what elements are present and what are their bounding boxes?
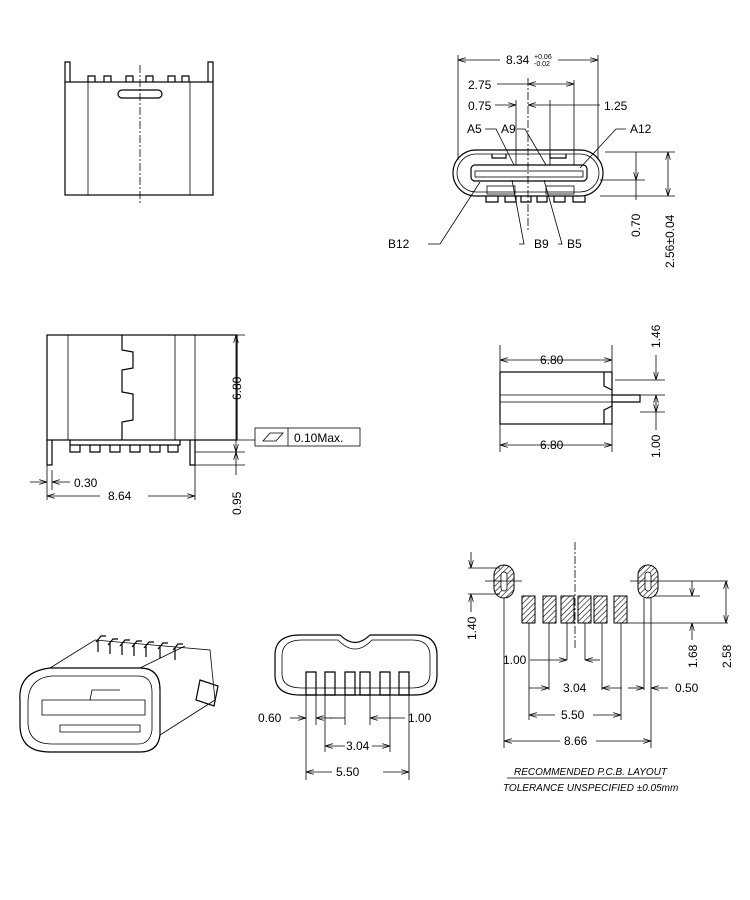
dim-0-95: 0.95: [230, 491, 244, 515]
dim-2-75: 2.75: [468, 78, 492, 92]
dim-length-680-top: 6.80: [540, 353, 564, 367]
dim-span-304: 3.04: [346, 739, 370, 753]
isometric-view: [19, 635, 219, 753]
mating-face-view: [428, 55, 675, 245]
dim-hole-span-866: 8.66: [564, 734, 588, 748]
front-view-outline: [30, 334, 361, 500]
dim-1-00: 1.00: [649, 434, 663, 458]
flatness-tolerance: 0.10Max.: [294, 431, 343, 445]
dim-pin-width-060: 0.60: [258, 711, 282, 725]
dim-pitch-100: 1.00: [408, 711, 432, 725]
side-view-outline: [499, 345, 665, 452]
pin-label-b5: B5: [567, 237, 582, 251]
pin-label-a9: A9: [501, 122, 516, 136]
dim-height-680: 6.80: [230, 376, 244, 400]
top-view-outline: [64, 61, 214, 205]
dim-pad-pitch-100: 1.00: [503, 653, 527, 667]
dim-width-tol-plus: +0.06: [534, 54, 552, 61]
dim-0-30: 0.30: [74, 476, 98, 490]
dim-total-258: 2.58: [720, 644, 734, 668]
bottom-view-outline: [274, 634, 438, 780]
pin-label-a5: A5: [467, 122, 482, 136]
dim-0-75: 0.75: [468, 99, 492, 113]
pcb-layout: [468, 542, 728, 779]
pin-label-b12: B12: [388, 237, 410, 251]
pin-label-a12: A12: [630, 122, 652, 136]
dim-width-834: 8.34: [506, 53, 530, 67]
dim-height-256: 2.56±0.04: [663, 214, 677, 268]
flatness-symbol-icon: [262, 432, 284, 442]
pin-label-b9: B9: [534, 237, 549, 251]
dim-width-tol-minus: -0.02: [534, 61, 550, 68]
dim-span-550: 5.50: [336, 765, 360, 779]
dim-1-46: 1.46: [649, 324, 663, 348]
dim-pad-span-550: 5.50: [561, 708, 585, 722]
dim-pad-168: 1.68: [686, 644, 700, 668]
dim-hole-width-050: 0.50: [675, 681, 699, 695]
dim-width-864: 8.64: [108, 489, 132, 503]
pcb-layout-title: RECOMMENDED P.C.B. LAYOUT: [514, 767, 668, 778]
dim-pad-span-304: 3.04: [563, 681, 587, 695]
dim-hole-140: 1.40: [465, 616, 479, 640]
pcb-tolerance-note: TOLERANCE UNSPECIFIED ±0.05mm: [503, 783, 678, 794]
dim-length-680-bottom: 6.80: [540, 438, 564, 452]
dim-1-25: 1.25: [604, 99, 628, 113]
dim-0-70: 0.70: [629, 213, 643, 237]
